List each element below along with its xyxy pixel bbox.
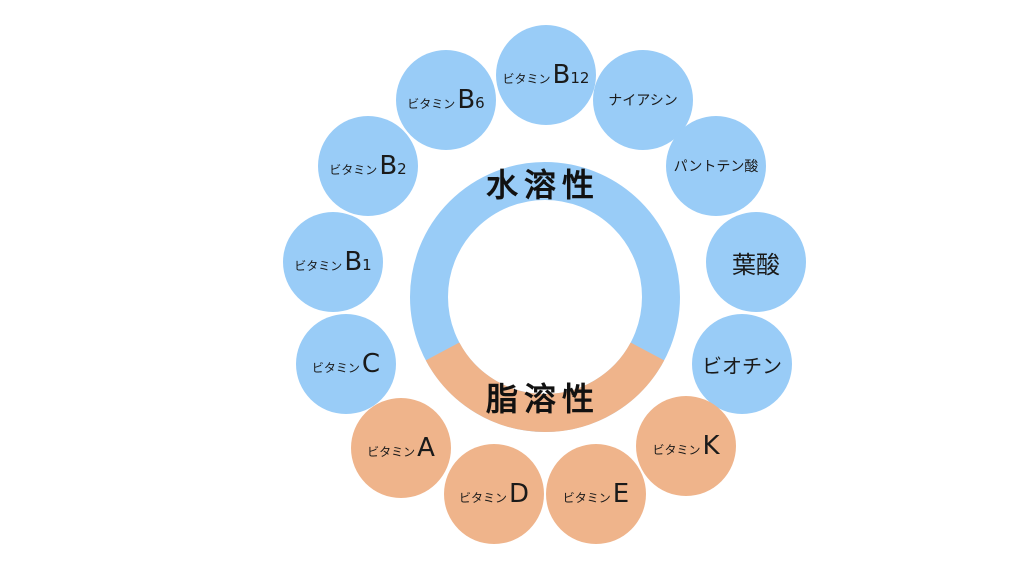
vitamin-letter: C bbox=[361, 349, 381, 379]
vitamin-node: ビオチン bbox=[692, 314, 792, 414]
vitamin-subscript: 12 bbox=[570, 69, 590, 87]
vitamin-prefix: ビタミン bbox=[407, 96, 456, 111]
vitamin-subscript: 1 bbox=[362, 256, 372, 274]
vitamin-letter: K bbox=[702, 431, 720, 461]
vitamin-prefix: ビタミン bbox=[329, 162, 378, 177]
vitamin-subscript: 2 bbox=[397, 160, 407, 178]
vitamin-node: 葉酸 bbox=[706, 212, 806, 312]
vitamin-letter: B bbox=[552, 60, 571, 90]
vitamin-prefix: ビタミン bbox=[502, 71, 551, 86]
vitamin-prefix: ビタミン bbox=[652, 442, 701, 457]
vitamin-prefix: ビタミン bbox=[458, 490, 507, 505]
vitamin-prefix: ビタミン bbox=[367, 444, 416, 459]
water-soluble-label: 水溶性 bbox=[486, 166, 601, 204]
vitamin-prefix: ビタミン bbox=[311, 360, 360, 375]
vitamin-prefix: ビタミン bbox=[294, 258, 343, 273]
fat-soluble-ring-arc bbox=[425, 342, 665, 432]
vitamin-letter: B bbox=[379, 151, 398, 181]
fat-soluble-label: 脂溶性 bbox=[486, 380, 601, 418]
vitamin-letter: B bbox=[457, 85, 476, 115]
vitamin-prefix: ビタミン bbox=[562, 490, 611, 505]
vitamin-letter: A bbox=[417, 433, 435, 463]
vitamin-letter: E bbox=[612, 479, 630, 509]
vitamin-label: パントテン酸 bbox=[673, 159, 759, 175]
vitamin-node: パントテン酸 bbox=[666, 116, 766, 216]
vitamin-subscript: 6 bbox=[475, 94, 485, 112]
vitamin-letter: D bbox=[508, 479, 530, 509]
vitamin-letter: B bbox=[344, 247, 363, 277]
vitamin-label: ビオチン bbox=[702, 353, 782, 378]
vitamin-label: 葉酸 bbox=[732, 250, 780, 279]
vitamin-label: ナイアシン bbox=[608, 93, 678, 109]
